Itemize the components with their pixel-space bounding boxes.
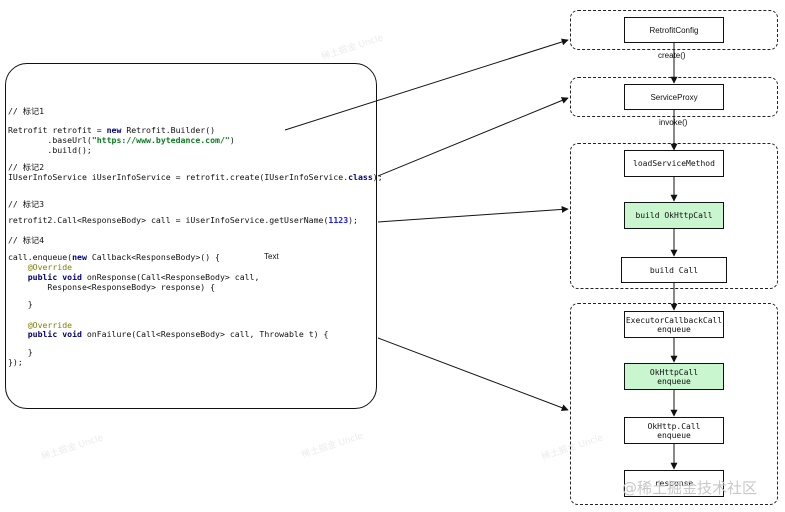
code-line: }: [8, 347, 33, 357]
code-token: );: [372, 172, 383, 182]
code-line: // 标记1: [8, 106, 44, 116]
code-token: IUserInfoService iUserInfoService = retr…: [8, 172, 349, 182]
node-executor-callback-call: ExecutorCallbackCall enqueue: [624, 311, 724, 338]
code-token: @Override: [27, 320, 73, 330]
code-token: @Override: [27, 262, 73, 272]
code-token: }: [8, 299, 33, 309]
code-line: Retrofit retrofit = new Retrofit.Builder…: [8, 125, 215, 135]
arrow-mark4-to-enqueue: [377, 337, 569, 412]
code-token: call.enqueue(: [8, 252, 73, 262]
code-line: @Override: [8, 320, 72, 330]
code-token: public void: [27, 272, 82, 282]
code-token: Retrofit.Builder(): [121, 125, 216, 135]
arrow-mark1-to-config: [284, 38, 569, 131]
code-token: .baseUrl(: [8, 135, 92, 145]
code-token: // 标记3: [8, 199, 45, 209]
code-token: Callback<ResponseBody>() {: [86, 252, 220, 262]
code-token: }: [8, 347, 33, 357]
node-response: response: [624, 470, 724, 497]
text-label: Text: [264, 252, 279, 261]
arrow-mark2-to-proxy: [377, 97, 569, 177]
code-line: IUserInfoService iUserInfoService = retr…: [8, 172, 383, 182]
code-token: onFailure(Call<ResponseBody> call, Throw…: [81, 329, 329, 339]
code-line: }: [8, 299, 33, 309]
code-line: });: [8, 357, 23, 367]
code-token: retrofit2.Call<ResponseBody> call = iUse…: [8, 215, 329, 225]
code-token: .build();: [8, 145, 92, 155]
code-token: });: [8, 357, 23, 367]
code-line: Response<ResponseBody> response) {: [8, 282, 215, 292]
code-line: @Override: [8, 262, 72, 272]
code-line: // 标记2: [8, 162, 44, 172]
code-line: public void onResponse(Call<ResponseBody…: [8, 272, 260, 282]
node-okhttpcall-enqueue: OkHttpCall enqueue: [624, 363, 724, 390]
code-token: // 标记1: [8, 106, 45, 116]
code-token: onResponse(Call<ResponseBody> call,: [81, 272, 260, 282]
code-line: // 标记3: [8, 199, 44, 209]
code-line: public void onFailure(Call<ResponseBody>…: [8, 329, 329, 339]
site-watermark: @稀土掘金技术社区: [622, 479, 758, 497]
code-token: Retrofit retrofit =: [8, 125, 107, 135]
code-token: Response<ResponseBody> response) {: [8, 282, 216, 292]
code-token: "https://www.bytedance.com/": [91, 135, 230, 145]
code-line: .baseUrl("https://www.bytedance.com/"): [8, 135, 235, 145]
node-build-call: build Call: [621, 257, 727, 283]
edge-label-create: create(): [658, 51, 686, 60]
node-service-proxy: ServiceProxy: [624, 84, 724, 110]
arrow-mark3-to-service-method: [377, 205, 569, 223]
code-token: public void: [27, 329, 82, 339]
code-token: new: [106, 125, 122, 135]
code-token: ): [229, 135, 235, 145]
code-token: class: [348, 172, 373, 182]
code-token: new: [72, 252, 87, 262]
node-build-okhttpcall: build OkHttpCall: [624, 202, 724, 229]
code-token: 1123: [328, 215, 349, 225]
code-token: // 标记4: [8, 235, 45, 245]
node-okhttp3-call-enqueue: OkHttp.Call enqueue: [624, 417, 724, 444]
code-line: retrofit2.Call<ResponseBody> call = iUse…: [8, 215, 358, 225]
code-line: // 标记4: [8, 235, 44, 245]
code-token: );: [348, 215, 358, 225]
code-line: .build();: [8, 145, 92, 155]
edge-label-invoke: invoke(): [659, 118, 688, 127]
node-retrofit-config: RetrofitConfig: [624, 17, 724, 43]
node-load-service-method: loadServiceMethod: [624, 150, 724, 177]
code-token: // 标记2: [8, 162, 45, 172]
code-line: call.enqueue(new Callback<ResponseBody>(…: [8, 252, 220, 262]
